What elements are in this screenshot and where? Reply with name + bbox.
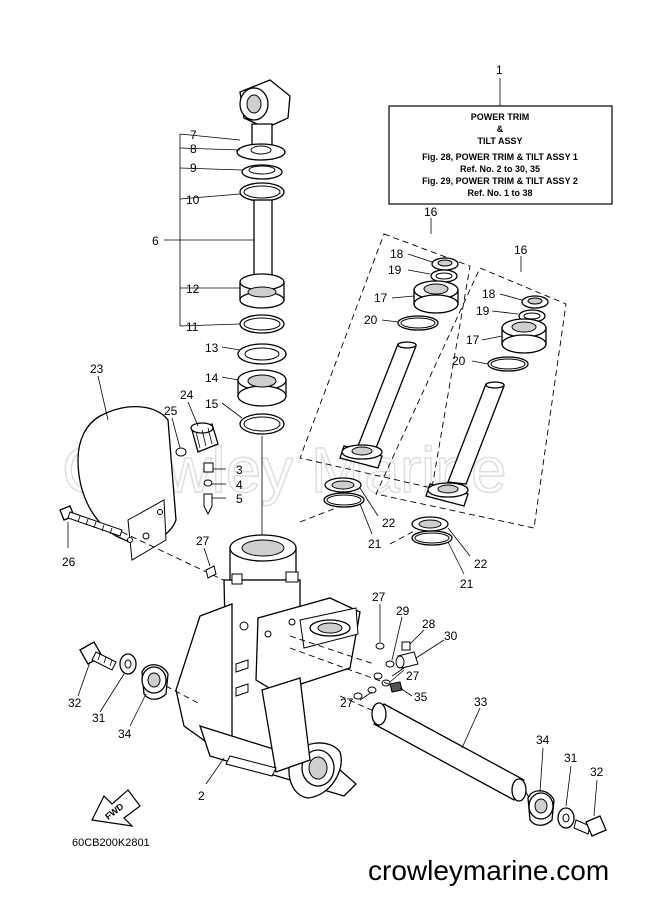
callout-4: 4	[236, 478, 243, 492]
callout-34-left: 34	[118, 727, 132, 741]
callout-5: 5	[236, 492, 243, 506]
trim-piston-left	[339, 257, 459, 469]
callout-1: 1	[496, 63, 503, 77]
callout-34-right: 34	[536, 733, 550, 747]
callout-2: 2	[198, 789, 205, 803]
callout-16-right: 16	[514, 243, 528, 257]
tilt-shaft	[371, 702, 527, 802]
info-title-line3: TILT ASSY	[478, 136, 523, 146]
callout-labels: 1 2 3 4 5 6 7 8 9 10 11 12 13 14 15 16 1…	[62, 63, 604, 803]
info-box: POWER TRIM & TILT ASSY Fig. 28, POWER TR…	[388, 105, 613, 205]
callout-14: 14	[205, 371, 219, 385]
filter-element	[190, 422, 219, 453]
info-ref-line1: Ref. No. 2 to 30, 35	[460, 164, 540, 174]
pin-27-left	[205, 565, 217, 579]
trim-group-left	[299, 233, 471, 489]
seal-stack	[237, 343, 287, 435]
seal-pair-left	[323, 477, 365, 508]
info-title-line1: POWER TRIM	[471, 112, 530, 122]
callout-33: 33	[474, 695, 488, 709]
trim-tilt-body	[175, 534, 361, 799]
callout-6: 6	[152, 234, 159, 248]
callout-29: 29	[396, 604, 410, 618]
callout-24: 24	[180, 388, 194, 402]
callout-21-right: 21	[460, 577, 474, 591]
info-fig-line1: Fig. 28, POWER TRIM & TILT ASSY 1	[422, 152, 578, 162]
callout-10: 10	[186, 193, 200, 207]
info-title-line2: &	[497, 124, 504, 134]
seal-pair-right	[411, 516, 453, 546]
callout-15: 15	[205, 397, 219, 411]
small-fittings-right	[353, 641, 419, 700]
footer-url: crowleymarine.com	[368, 855, 609, 886]
callout-18-left: 18	[390, 247, 404, 261]
trim-piston-right	[425, 295, 549, 507]
callout-19-right: 19	[476, 304, 490, 318]
o-ring-25	[175, 447, 187, 457]
callout-13: 13	[205, 341, 219, 355]
reservoir-cover	[77, 405, 177, 561]
tilt-rod-assembly	[236, 79, 291, 334]
pivot-hardware-right	[527, 790, 607, 837]
callout-7: 7	[190, 128, 197, 142]
callout-32-right: 32	[590, 765, 604, 779]
info-ref-line2: Ref. No. 1 to 38	[467, 188, 532, 198]
callout-16-left: 16	[424, 205, 438, 219]
trim-group-right	[375, 267, 567, 529]
callout-21-left: 21	[368, 537, 382, 551]
callout-11: 11	[186, 320, 199, 334]
callout-17-right: 17	[466, 333, 480, 347]
callout-27-bottom: 27	[340, 696, 354, 710]
callout-27-top-right: 27	[372, 590, 386, 604]
info-fig-line2: Fig. 29, POWER TRIM & TILT ASSY 2	[422, 176, 578, 186]
fwd-arrow: FWD	[91, 789, 141, 827]
callout-31-left: 31	[92, 711, 106, 725]
callout-19-left: 19	[388, 263, 402, 277]
callout-22-right: 22	[474, 557, 488, 571]
callout-23: 23	[90, 362, 104, 376]
callout-20-left: 20	[364, 313, 378, 327]
valve-fittings	[203, 462, 214, 516]
callout-26: 26	[62, 555, 76, 569]
callout-12: 12	[186, 282, 200, 296]
callout-32-left: 32	[68, 696, 82, 710]
callout-27-right: 27	[406, 669, 420, 683]
callout-30: 30	[444, 629, 458, 643]
callout-9: 9	[190, 161, 197, 175]
callout-17-left: 17	[374, 291, 388, 305]
callout-35: 35	[414, 690, 428, 704]
callout-8: 8	[190, 142, 197, 156]
pivot-hardware-left	[79, 641, 169, 700]
callout-20-right: 20	[452, 354, 466, 368]
callout-25: 25	[164, 404, 178, 418]
callout-31-right: 31	[564, 751, 578, 765]
callout-3: 3	[236, 463, 243, 477]
callout-22-left: 22	[382, 516, 396, 530]
bolt-26	[59, 505, 123, 537]
callout-28: 28	[422, 617, 436, 631]
callout-27-top-left: 27	[196, 534, 210, 548]
diagram-code: 60CB200K2801	[72, 837, 150, 849]
callout-18-right: 18	[482, 287, 496, 301]
